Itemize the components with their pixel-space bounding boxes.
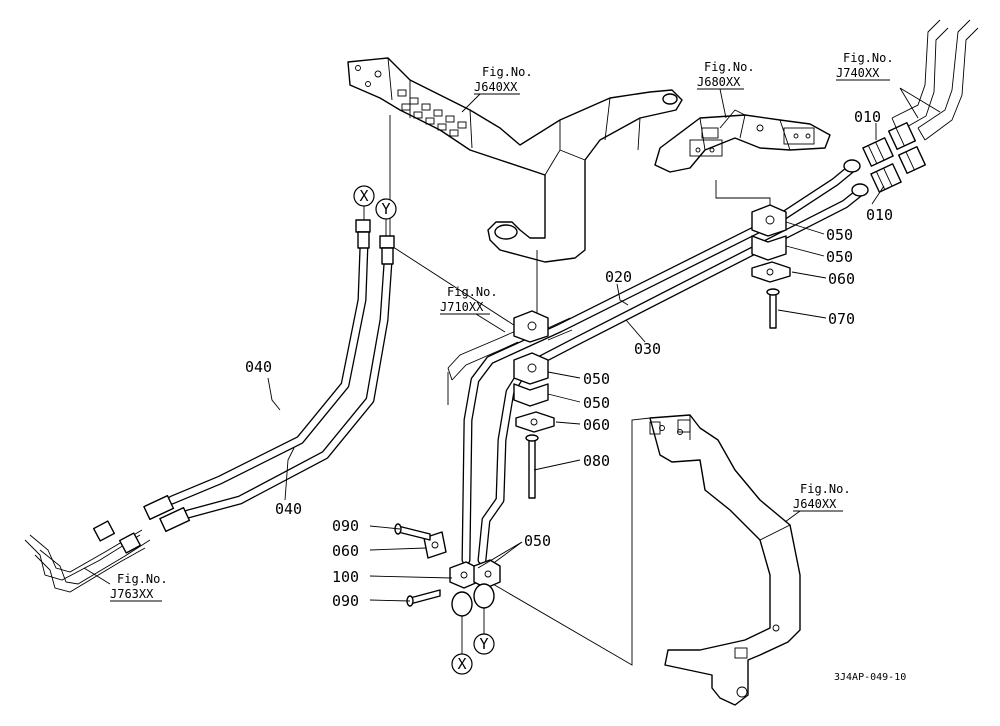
part-number-040-a: 040 — [245, 358, 272, 376]
part-leaders — [267, 87, 941, 602]
marker-letter: Y — [381, 200, 390, 218]
part-number-050-e: 050 — [524, 532, 551, 550]
fittings-010 — [843, 122, 926, 197]
connection-marker-x-top: X — [353, 185, 375, 220]
part-number-060-b: 060 — [583, 416, 610, 434]
fig-ref-label: Fig.No. — [482, 65, 533, 79]
marker-letter: X — [359, 187, 368, 205]
pipes-j740 — [891, 19, 979, 141]
frame-bracket-top — [347, 57, 683, 263]
clamp-middle — [513, 352, 555, 433]
fig-ref-j710: Fig.No. J710XX — [440, 285, 506, 333]
marker-letter: X — [457, 655, 466, 673]
part-number-080: 080 — [583, 452, 610, 470]
part-number-050-d: 050 — [583, 394, 610, 412]
marker-letter: Y — [479, 635, 488, 653]
pipe-bracket-top — [654, 109, 831, 173]
fig-ref-label: Fig.No. — [117, 572, 168, 586]
part-number-100: 100 — [332, 568, 359, 586]
connection-marker-y-top: Y — [375, 198, 397, 236]
part-number-070: 070 — [828, 310, 855, 328]
pipe-j710-stub — [447, 317, 573, 405]
part-number-040-b: 040 — [275, 500, 302, 518]
part-number-020: 020 — [605, 268, 632, 286]
clamp-upper-right — [751, 204, 791, 283]
fig-ref-code: J763XX — [110, 587, 154, 601]
frame-right — [649, 414, 801, 706]
clamp-bottom — [449, 559, 501, 617]
fig-ref-j640-top: Fig.No. J640XX — [461, 65, 533, 113]
part-number-060-a: 060 — [828, 270, 855, 288]
part-number-090-b: 090 — [332, 592, 359, 610]
pipes-j763 — [24, 520, 151, 593]
fig-ref-j640-right: Fig.No. J640XX — [784, 482, 851, 523]
fig-ref-code: J680XX — [697, 75, 741, 89]
part-number-050-a: 050 — [826, 226, 853, 244]
drawing-code: 3J4AP-049-10 — [834, 672, 906, 683]
clamp-j710 — [513, 310, 549, 343]
fig-ref-label: Fig.No. — [800, 482, 851, 496]
part-number-010-a: 010 — [854, 108, 881, 126]
connection-marker-y-bottom: Y — [473, 608, 495, 655]
fig-ref-code: J740XX — [836, 66, 880, 80]
part-numbers: 010 010 020 030 040 040 050 050 050 050 … — [245, 108, 893, 610]
fig-ref-code: J640XX — [474, 80, 518, 94]
bolt-090-upper — [394, 523, 431, 541]
part-number-060-c: 060 — [332, 542, 359, 560]
part-number-050-c: 050 — [583, 370, 610, 388]
fig-ref-j740: Fig.No. J740XX — [836, 51, 894, 81]
fig-ref-code: J710XX — [440, 300, 484, 314]
part-number-010-b: 010 — [866, 206, 893, 224]
bolt-080 — [525, 434, 539, 499]
part-number-090-a: 090 — [332, 517, 359, 535]
fig-ref-j680: Fig.No. J680XX — [697, 60, 755, 119]
fig-ref-label: Fig.No. — [704, 60, 755, 74]
connection-marker-x-bottom: X — [451, 616, 473, 675]
bolt-070 — [766, 288, 780, 329]
part-number-050-b: 050 — [826, 248, 853, 266]
fig-ref-label: Fig.No. — [843, 51, 894, 65]
fig-ref-j763: Fig.No. J763XX — [83, 567, 168, 602]
bolt-090-lower — [406, 589, 441, 607]
flex-hoses — [143, 219, 395, 533]
fig-ref-code: J640XX — [793, 497, 837, 511]
fig-ref-label: Fig.No. — [447, 285, 498, 299]
part-number-030: 030 — [634, 340, 661, 358]
